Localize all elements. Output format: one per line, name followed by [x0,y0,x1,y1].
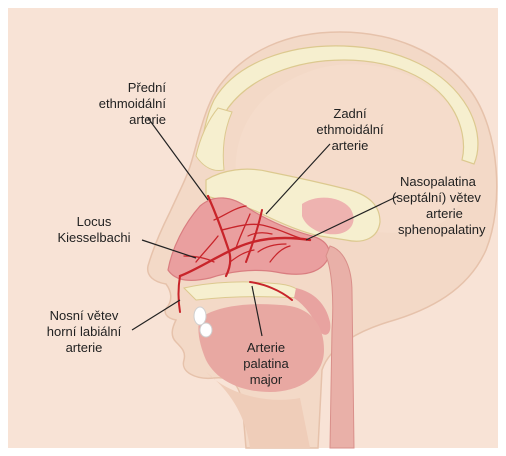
label-nasopalatine-branch: Nasopalatina (septální) větev arterie sp… [392,174,502,238]
label-line: arterie [66,112,166,128]
label-greater-palatine-artery: Arterie palatina major [226,340,306,388]
label-posterior-ethmoidal-artery: Zadní ethmoidální arterie [296,106,404,154]
label-line: Arterie [226,340,306,356]
label-line: palatina [226,356,306,372]
label-line: (septální) větev [392,190,502,206]
label-labial-branch: Nosní větev horní labiální arterie [28,308,140,356]
hard-palate [184,282,301,300]
label-line: Přední [66,80,166,96]
label-line: arterie [28,340,140,356]
label-anterior-ethmoidal-artery: Přední ethmoidální arterie [66,80,166,128]
label-line: Zadní [296,106,404,122]
label-line: sphenopalatiny [392,222,502,238]
label-locus-kiesselbachi: Locus Kiesselbachi [38,214,150,246]
lower-tooth [200,323,212,337]
label-line: ethmoidální [66,96,166,112]
upper-tooth [194,307,206,325]
label-line: Nasopalatina [392,174,502,190]
label-line: major [226,372,306,388]
label-line: arterie [296,138,404,154]
label-line: horní labiální [28,324,140,340]
label-line: ethmoidální [296,122,404,138]
label-line: Nosní větev [28,308,140,324]
label-line: arterie [392,206,502,222]
label-line: Kiesselbachi [38,230,150,246]
label-line: Locus [38,214,150,230]
